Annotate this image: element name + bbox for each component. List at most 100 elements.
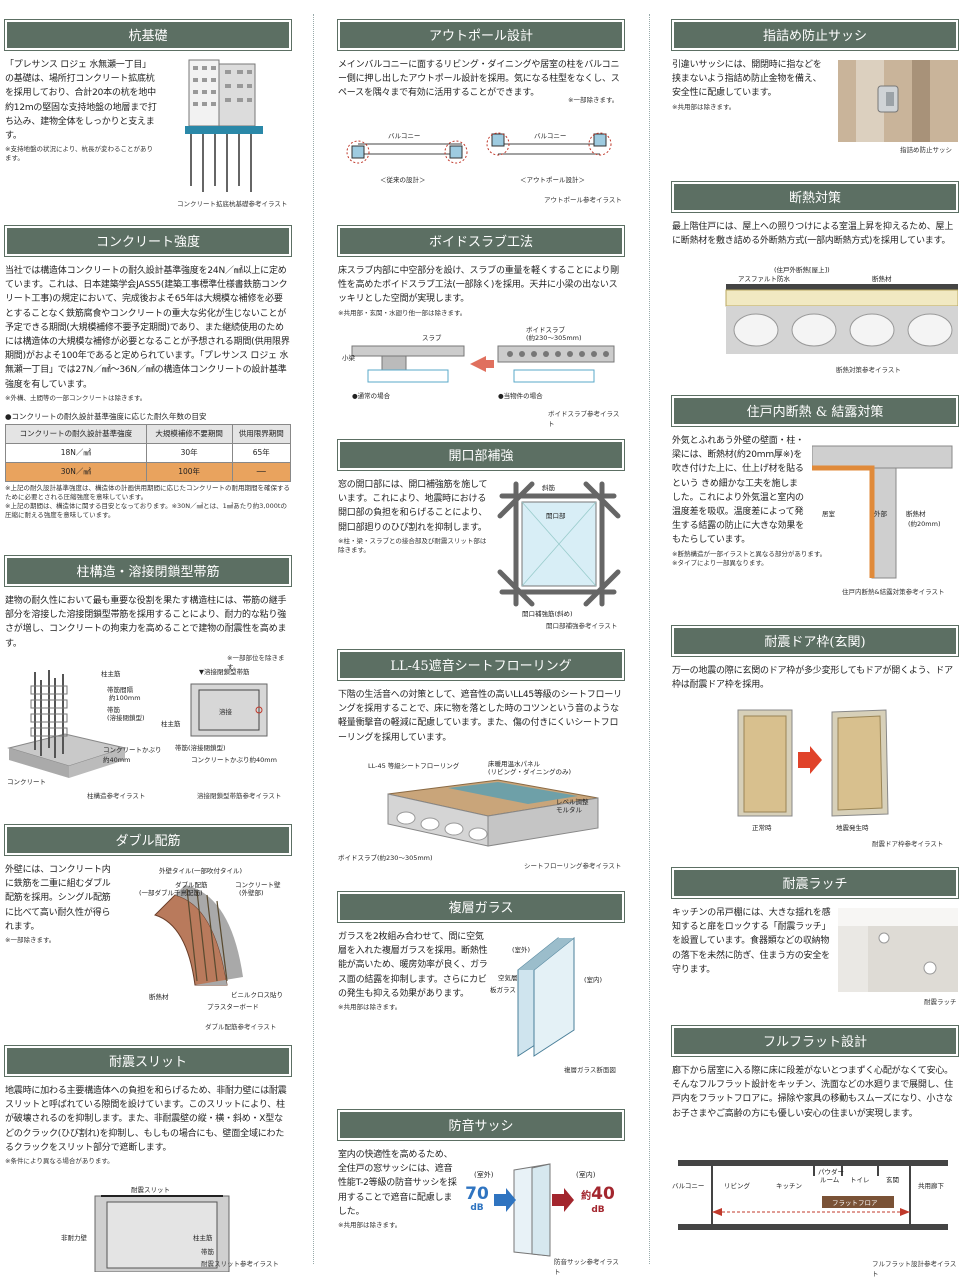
column-1: 杭基礎 「プレサンス ロジェ 水無瀬一丁目」の基礎は、場所打コンクリート拡底杭を…	[4, 0, 292, 1276]
opening-label: 開口補強筋(斜め)	[522, 609, 573, 618]
glass-label: 空気層	[498, 973, 518, 982]
table-row-highlight: 30N／㎟ 100年 ──	[5, 461, 292, 482]
seismic-slit-caption: 耐震スリット参考イラスト	[201, 1260, 279, 1268]
column-label: コンクリートかぶり	[103, 746, 162, 754]
pile-caption: コンクリート拡底杭基礎参考イラスト	[177, 200, 288, 208]
double-rebar-label: 外壁タイル(一部吹付タイル)	[159, 866, 242, 875]
inner-insulation-text: 外気とふれあう外壁の壁面・柱・梁には、断熱材(約20mm厚※)を吹き付けた上に、…	[672, 436, 805, 546]
pile-title: 杭基礎	[4, 19, 292, 51]
seismic-door-label: 地震発生時	[836, 823, 869, 832]
seismic-latch-text: キッチンの吊戸棚には、大きな揺れを感知すると扉をロックする「耐震ラッチ」を設置し…	[672, 908, 831, 975]
column-3: 指詰め防止サッシ 引違いサッシには、開閉時に指などを挟まないよう指詰め防止金物を…	[671, 0, 959, 1278]
double-rebar-section: ダブル配筋 外壁には、コンクリート内に鉄筋を二重に組むダブル配筋を採用。シングル…	[4, 824, 292, 1031]
insulation-text: 最上階住戸には、屋上への照りつけによる室温上昇を抑えるため、屋上に断熱材を敷き詰…	[672, 222, 954, 247]
full-flat-section: フルフラット設計 廊下から居室に入る際に床に段差がないとつまずく心配がなくて安心…	[671, 1025, 959, 1278]
void-slab-label: ボイドスラブ	[526, 326, 566, 334]
glass-title: 複層ガラス	[337, 891, 625, 923]
insulation-section: 断熱対策 最上階住戸には、屋上への照りつけによる室温上昇を抑えるため、屋上に断熱…	[671, 181, 959, 374]
double-rebar-label: 断熱材	[149, 992, 169, 1001]
double-rebar-illustration: 外壁タイル(一部吹付タイル) ダブル配筋 (一部ダブル千鳥配筋) コンクリート壁…	[139, 866, 283, 1011]
outpole-illustration: バルコニー ＜従来の設計＞ バルコニー ＜アウトポール設計＞	[346, 132, 612, 184]
concrete-text: 当社では構造体コンクリートの耐久設計基準強度を24N／㎟以上に定めています。これ…	[5, 266, 290, 390]
concrete-table-title: ●コンクリートの耐久設計基準強度に応じた耐久年数の目安	[5, 411, 207, 421]
sash-note: ※共用部は除きます。	[338, 1221, 402, 1230]
void-slab-section: ボイドスラブ工法 床スラブ内部に中空部分を設け、スラブの重量を軽くすることにより…	[337, 225, 625, 428]
void-slab-text: 床スラブ内部に中空部分を設け、スラブの重量を軽くすることにより剛性を高めたボイド…	[338, 266, 619, 305]
outpole-caption: アウトポール参考イラスト	[544, 196, 622, 204]
column-label: 帯筋	[107, 705, 121, 714]
opening-label: 斜筋	[542, 483, 556, 492]
column-structure-title: 柱構造・溶接閉鎖型帯筋	[4, 555, 292, 587]
full-flat-text: 廊下から居室に入る際に床に段差がないとつまずく心配がなくて安心。そんなフルフラッ…	[672, 1066, 954, 1119]
table-header: 供用限界期間	[231, 423, 292, 444]
double-rebar-caption: ダブル配筋参考イラスト	[205, 1023, 277, 1031]
outpole-title: アウトポール設計	[337, 19, 625, 51]
seismic-door-illustration: 正常時 地震発生時	[737, 709, 889, 832]
full-flat-label: トイレ	[850, 1176, 870, 1184]
sash-db-inside: 約40 dB	[581, 1184, 615, 1216]
column-illustration: 柱主筋 帯筋間隔 約100mm 帯筋 (溶接閉鎖型) コンクリートかぶり 約40…	[7, 667, 277, 786]
void-slab-illustration: スラブ 小梁 ボイドスラブ (約230〜305mm) ●通常の場合 ●当物件の場…	[342, 326, 615, 400]
ll45-section: LL-45遮音シートフローリング 下階の生活音への対策として、遮音性の高いLL4…	[337, 649, 625, 870]
void-slab-label: スラブ	[422, 333, 442, 342]
concrete-section: コンクリート強度 当社では構造体コンクリートの耐久設計基準強度を24N／㎟以上に…	[4, 225, 292, 520]
pile-text: 「プレサンス ロジェ 水無瀬一丁目」の基礎は、場所打コンクリート拡底杭を採用して…	[5, 60, 157, 142]
void-slab-title: ボイドスラブ工法	[337, 225, 625, 257]
column-label: 柱主筋	[101, 669, 121, 678]
glass-section: 複層ガラス ガラスを2枚組み合わせて、間に空気層を入れた複層ガラスを採用。断熱性…	[337, 891, 625, 1074]
void-slab-label: ●通常の場合	[352, 391, 391, 400]
concrete-note: ※外構、土間等の一部コンクリートは除きます。	[5, 393, 147, 402]
outpole-label: バルコニー	[388, 132, 420, 140]
sash-section: 防音サッシ 室内の快適性を高めるため、全住戸の窓サッシには、遮音性能T-2等級の…	[337, 1109, 625, 1276]
seismic-door-text: 万一の地震の際に玄関のドア枠が多少変形してもドアが開くよう、ドア枠は耐震ドア枠を…	[672, 666, 953, 691]
double-rebar-label: コンクリート壁	[235, 880, 281, 889]
hoop-caption: 溶接閉鎖型帯筋参考イラスト	[197, 792, 282, 800]
full-flat-label: 玄関	[886, 1175, 899, 1184]
seismic-slit-note: ※条件により異なる場合があります。	[5, 1157, 114, 1166]
void-slab-note: ※共用部・玄関・水廻り他一部は除きます。	[338, 308, 467, 317]
outpole-section: アウトポール設計 メインバルコニーに面するリビング・ダイニングや居室の柱をバルコ…	[337, 19, 625, 204]
seismic-slit-label: 非耐力壁	[61, 1233, 88, 1242]
void-slab-label: (約230〜305mm)	[526, 333, 582, 342]
durability-table: コンクリートの耐久設計基準強度 大規模補修不要期間 供用限界期間 18N／㎟ 3…	[5, 423, 292, 482]
finger-guard-text: 引違いサッシには、開閉時に指などを挟まないよう指詰め防止金物を備え、安全性に配慮…	[672, 60, 822, 99]
ll45-caption: シートフローリング参考イラスト	[524, 862, 622, 870]
void-slab-caption: ボイドスラブ参考イラスト	[548, 410, 620, 428]
finger-guard-photo	[838, 60, 958, 142]
full-flat-caption: フルフラット設計参考イラスト	[872, 1260, 957, 1278]
column-label: 溶接	[219, 707, 233, 716]
insulation-illustration: (住戸外断熱[屋上]) アスファルト防水 断熱材	[725, 266, 958, 354]
inner-insulation-note-1: ※断熱構造が一部イラストと異なる部分があります。	[672, 549, 827, 558]
column-structure-note: ※一部部位を除きます。	[227, 654, 285, 671]
insulation-label: アスファルト防水	[738, 274, 791, 283]
double-rebar-label: プラスターボード	[207, 1002, 259, 1011]
column-label: ▼溶接閉鎖型帯筋	[199, 667, 250, 676]
finger-guard-title: 指詰め防止サッシ	[671, 19, 959, 51]
seismic-slit-label: 柱主筋	[193, 1233, 213, 1242]
seismic-latch-title: 耐震ラッチ	[671, 867, 959, 899]
full-flat-label: フラットフロア	[832, 1199, 878, 1207]
column-structure-text: 建物の耐久性において最も重要な役割を果たす構造柱には、帯筋の継手部分を溶接した溶…	[5, 596, 287, 649]
full-flat-label: リビング	[724, 1181, 751, 1190]
finger-guard-caption: 指詰め防止サッシ	[900, 146, 952, 154]
outpole-label: ＜従来の設計＞	[380, 175, 426, 184]
pile-section: 杭基礎 「プレサンス ロジェ 水無瀬一丁目」の基礎は、場所打コンクリート拡底杭を…	[4, 19, 292, 208]
table-row: 18N／㎟ 30年 65年	[5, 442, 292, 463]
seismic-door-title: 耐震ドア枠(玄関)	[671, 625, 959, 657]
column-divider	[313, 14, 314, 1264]
column-label: 帯筋(溶接閉鎖型)	[175, 743, 226, 752]
sash-illustration	[494, 1163, 574, 1257]
insulation-caption: 断熱対策参考イラスト	[836, 366, 901, 374]
column-label: (溶接閉鎖型)	[107, 713, 145, 722]
inner-insulation-caption: 住戸内断熱&結露対策参考イラスト	[842, 588, 945, 596]
concrete-note-3: ※上記の期間は、構造体に関する目安となっております。※30N／㎟とは、1㎟あたり…	[5, 501, 287, 519]
opening-text: 窓の開口部には、開口補強筋を施しています。これにより、地震時における開口部の負担…	[338, 480, 488, 533]
outpole-label: ＜アウトポール設計＞	[520, 175, 585, 184]
insulation-title: 断熱対策	[671, 181, 959, 213]
column-label: 約100mm	[109, 693, 141, 702]
ll45-illustration: LL-45 等級シートフローリング 床暖用温水パネル (リビング・ダイニングのみ…	[338, 759, 599, 862]
column-divider	[649, 14, 650, 1264]
seismic-latch-caption: 耐震ラッチ	[924, 998, 957, 1006]
double-rebar-label: ダブル配筋	[175, 880, 208, 889]
full-flat-label: バルコニー	[672, 1182, 704, 1190]
